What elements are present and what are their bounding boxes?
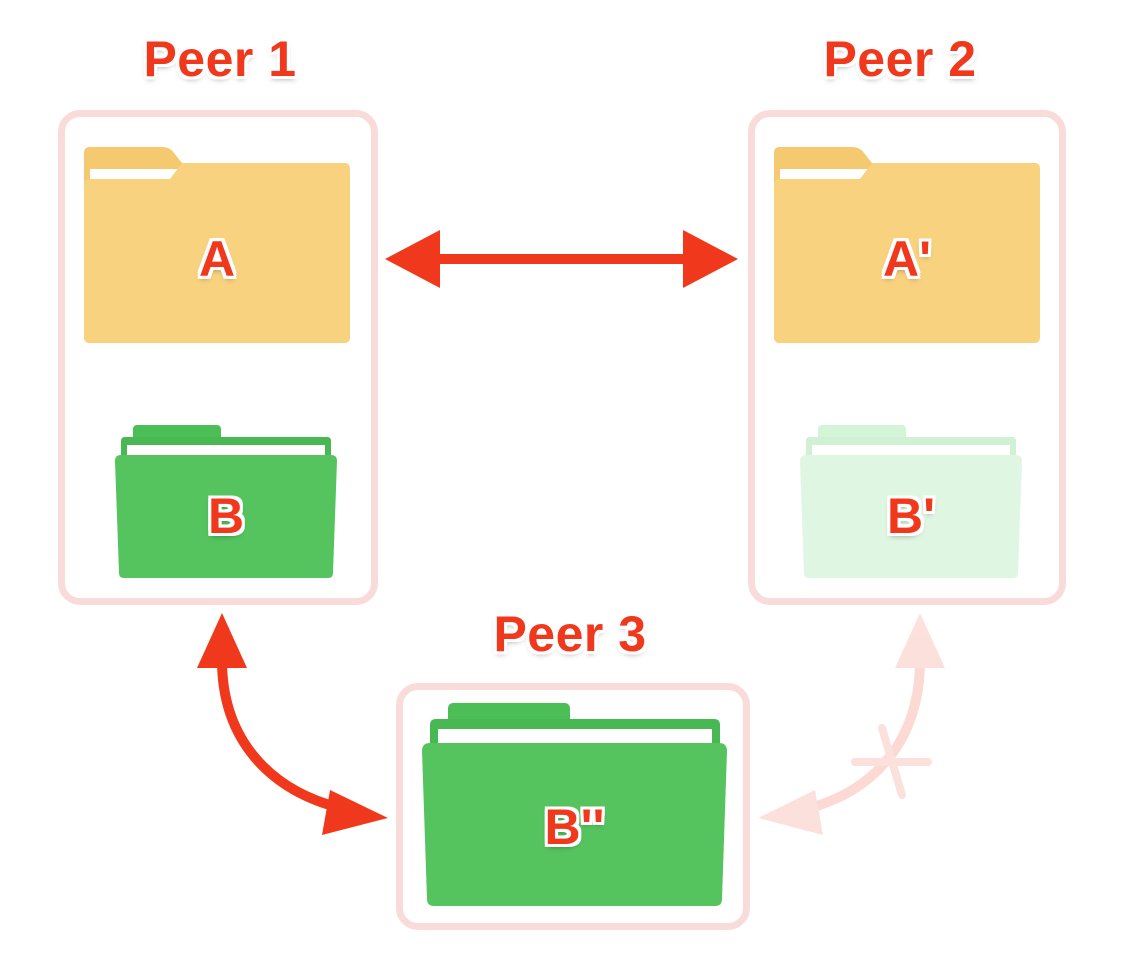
peer-2-box (748, 110, 1066, 605)
folder-a[interactable]: A (82, 145, 352, 345)
peer-2-title: Peer 2 (823, 31, 977, 87)
folder-icon (774, 147, 1040, 343)
folder-icon (422, 703, 727, 906)
arrow-b-prime-to-b-double-prime-blocked (758, 613, 945, 835)
peer-1-box (58, 110, 378, 605)
peer-1-title: Peer 1 (143, 31, 297, 87)
folder-a-prime-label: A' (883, 231, 931, 287)
arrow-a-to-a-prime (385, 230, 738, 288)
peer-3-box (396, 683, 750, 930)
arrow-b-to-b-double-prime (197, 613, 388, 835)
folder-a-label: A (198, 231, 236, 287)
folder-icon (800, 425, 1022, 578)
folder-a-prime[interactable]: A' (772, 145, 1042, 345)
folder-b-prime-label: B' (887, 488, 935, 544)
folder-icon (115, 425, 337, 578)
folder-b-double-prime-label: B'' (544, 799, 605, 855)
folder-b-label: B (207, 488, 245, 544)
peer-3-title: Peer 3 (493, 606, 647, 662)
folder-b-prime[interactable]: B' (800, 425, 1022, 580)
folder-icon (84, 147, 350, 343)
folder-b-double-prime[interactable]: B'' (422, 703, 727, 908)
folder-b[interactable]: B (115, 425, 337, 580)
